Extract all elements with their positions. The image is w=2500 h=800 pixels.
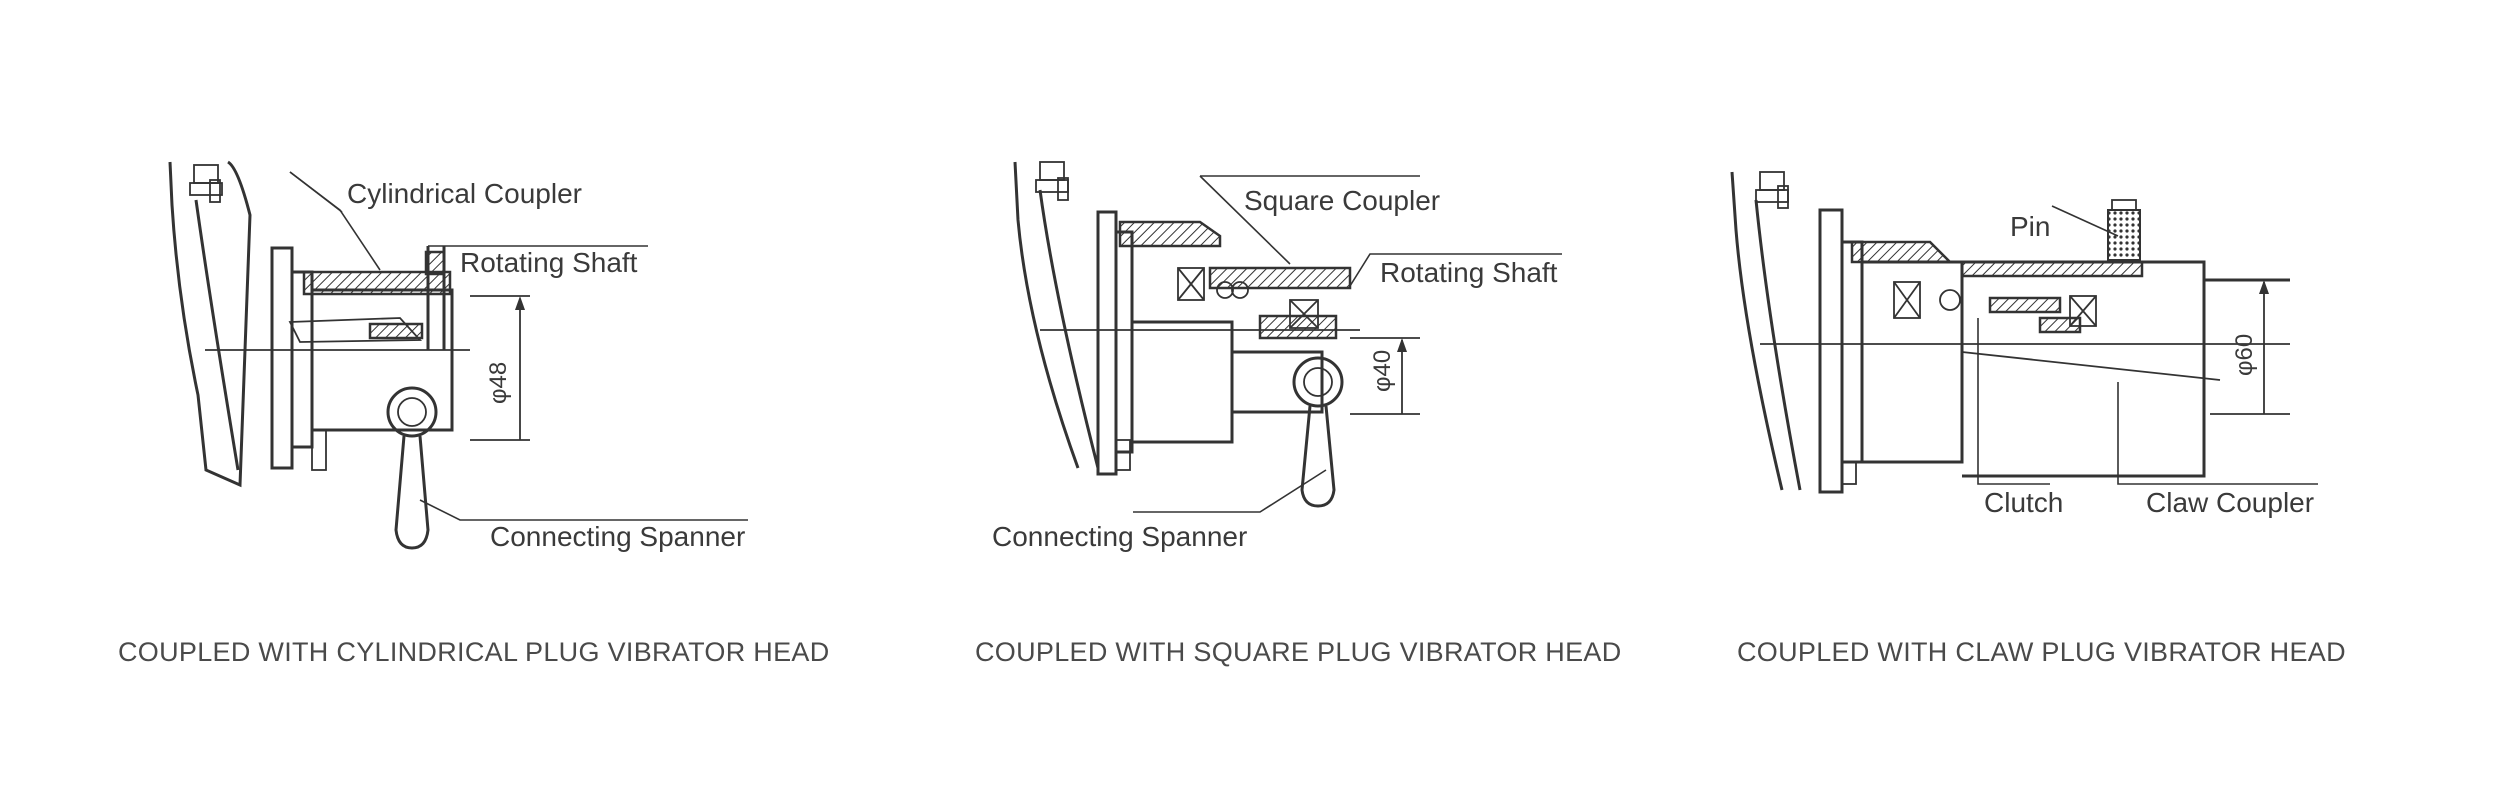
square-drawing (1013, 161, 1562, 513)
claw-drawing (1730, 171, 2318, 494)
caption-cylindrical: COUPLED WITH CYLINDRICAL PLUG VIBRATOR H… (118, 637, 830, 667)
panel-claw: Pin Clutch Claw Coupler φ60 COUPLED WITH… (1730, 171, 2346, 667)
label-square-coupler: Square Coupler (1244, 185, 1440, 216)
dimension-phi60: φ60 (2231, 334, 2258, 376)
label-connecting-spanner-1: Connecting Spanner (490, 521, 745, 552)
dimension-phi48: φ48 (485, 362, 512, 404)
dimension-phi40: φ40 (1369, 350, 1396, 392)
caption-square: COUPLED WITH SQUARE PLUG VIBRATOR HEAD (975, 637, 1622, 667)
label-connecting-spanner-2: Connecting Spanner (992, 521, 1247, 552)
cylindrical-drawing (168, 160, 748, 550)
panel-cylindrical: Cylindrical Coupler Rotating Shaft Conne… (118, 160, 830, 667)
caption-claw: COUPLED WITH CLAW PLUG VIBRATOR HEAD (1737, 637, 2346, 667)
label-clutch: Clutch (1984, 487, 2063, 518)
label-pin: Pin (2010, 211, 2050, 242)
label-claw-coupler: Claw Coupler (2146, 487, 2314, 518)
panel-square: Square Coupler Rotating Shaft Connecting… (975, 161, 1622, 667)
label-rotating-shaft-2: Rotating Shaft (1380, 257, 1558, 288)
label-rotating-shaft-1: Rotating Shaft (460, 247, 638, 278)
label-cylindrical-coupler: Cylindrical Coupler (347, 178, 582, 209)
